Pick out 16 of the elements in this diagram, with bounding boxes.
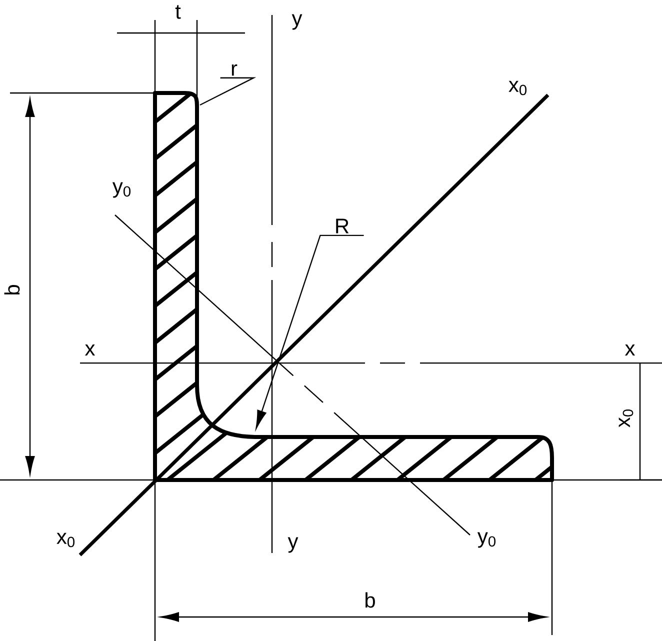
- axis-label: x$_{0}$: [508, 80, 527, 96]
- axis-label: y$_{0}$: [477, 532, 496, 548]
- dimension-label: b: [4, 285, 20, 294]
- dimension-label: b: [366, 592, 375, 608]
- dimension-label: t: [175, 5, 181, 19]
- radius-label: R: [336, 218, 349, 234]
- dimension-label: x$_{0}$: [618, 409, 634, 428]
- axis-label: y: [288, 537, 298, 553]
- axis-label: x: [625, 344, 636, 356]
- axis-label: y$_{0}$: [112, 182, 131, 198]
- axis-label: x$_{0}$: [56, 532, 75, 548]
- axis-label: y: [292, 14, 302, 30]
- leader-line: [200, 77, 256, 106]
- axis-label: x: [84, 344, 96, 356]
- radius-label: r: [232, 64, 238, 76]
- leader-line: [256, 234, 364, 429]
